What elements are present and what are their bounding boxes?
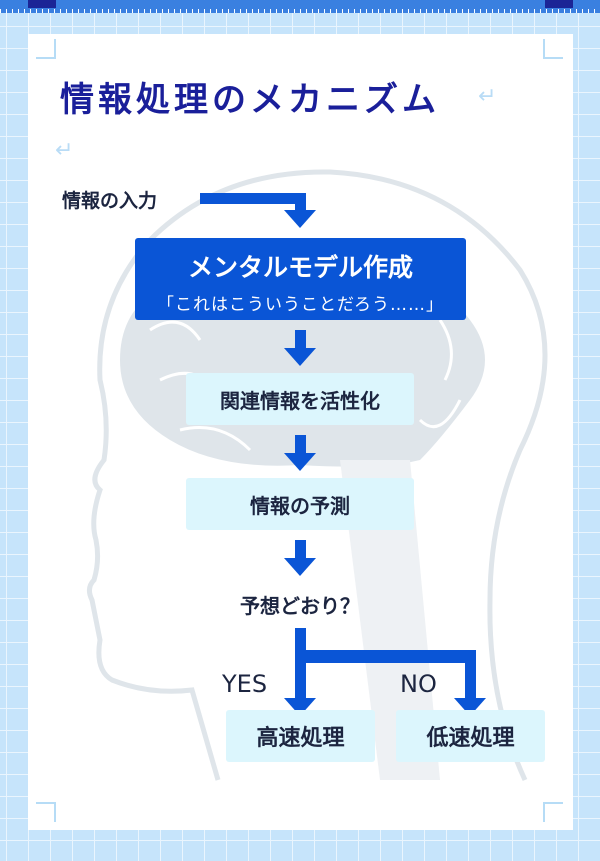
arrow-shaft bbox=[295, 435, 306, 455]
arrow-shaft bbox=[295, 540, 306, 560]
arrow-shaft bbox=[295, 330, 306, 350]
mental-model-title: メンタルモデル作成 bbox=[187, 253, 413, 282]
ruler-margin-left[interactable] bbox=[28, 0, 56, 8]
predict-info-box: 情報の予測 bbox=[186, 478, 414, 530]
arrow-down-icon bbox=[284, 210, 316, 228]
fast-processing-box: 高速処理 bbox=[226, 710, 375, 762]
mental-model-subtitle: 「これはこういうことだろう……」 bbox=[157, 295, 444, 315]
arrow-down-icon bbox=[284, 453, 316, 471]
question-label: 予想どおり？ bbox=[240, 594, 360, 618]
activate-related-info-box: 関連情報を活性化 bbox=[186, 373, 414, 425]
arrow-shaft bbox=[465, 650, 476, 700]
return-mark-icon: ↵ bbox=[55, 138, 74, 163]
page-title: 情報処理のメカニズム bbox=[60, 80, 440, 120]
arrow-down-icon bbox=[284, 348, 316, 366]
crop-mark bbox=[36, 802, 56, 822]
arrow-shaft bbox=[200, 193, 305, 204]
arrow-branch bbox=[300, 650, 476, 663]
ruler-margin-right[interactable] bbox=[545, 0, 573, 8]
arrow-down-icon bbox=[284, 558, 316, 576]
return-mark-icon: ↵ bbox=[478, 84, 497, 109]
yes-label: YES bbox=[222, 670, 268, 698]
arrow-shaft bbox=[295, 193, 306, 211]
crop-mark bbox=[543, 39, 563, 59]
ruler bbox=[0, 0, 600, 13]
arrow-shaft bbox=[295, 628, 306, 700]
mental-model-box: メンタルモデル作成 「これはこういうことだろう……」 bbox=[135, 238, 466, 320]
crop-mark bbox=[543, 802, 563, 822]
crop-mark bbox=[36, 39, 56, 59]
slow-processing-box: 低速処理 bbox=[396, 710, 545, 762]
no-label: NO bbox=[400, 670, 437, 698]
input-label: 情報の入力 bbox=[62, 190, 158, 212]
